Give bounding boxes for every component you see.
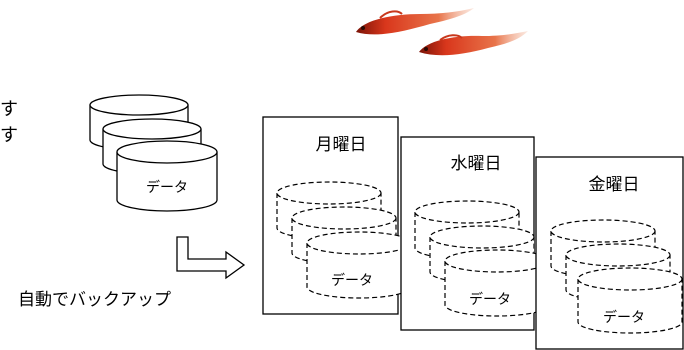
backup-box-friday: 金曜日 データ: [535, 156, 684, 350]
dashed-database-icon: [577, 267, 683, 334]
left-text-fragment-2: す: [0, 125, 18, 146]
fish-icon: [419, 31, 528, 56]
dashed-database-icon: [306, 231, 412, 299]
backup-day-title: 月曜日: [316, 135, 367, 155]
backup-box-monday: 月曜日 データ: [262, 116, 412, 315]
backup-data-label: データ: [603, 309, 645, 326]
backup-data-label: データ: [469, 291, 511, 308]
database-icon: [116, 140, 218, 212]
backup-box-wednesday: 水曜日 データ: [400, 136, 550, 331]
dashed-database-icon: [444, 249, 550, 317]
backup-data-label: データ: [331, 272, 373, 289]
arrow-caption: 自動でバックアップ: [18, 290, 171, 310]
backup-day-title: 水曜日: [451, 154, 502, 174]
source-database-label: データ: [146, 179, 188, 196]
backup-day-title: 金曜日: [589, 175, 640, 195]
left-text-fragment-1: す: [0, 99, 18, 120]
source-database-stack: [89, 94, 218, 212]
fish-icon: [356, 8, 474, 35]
bent-arrow-icon: [176, 236, 246, 280]
